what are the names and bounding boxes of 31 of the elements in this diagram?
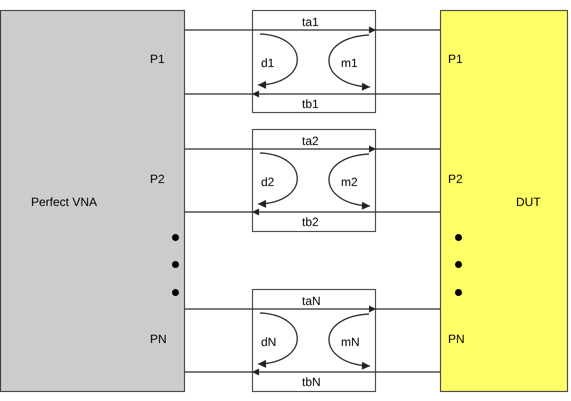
arrow	[185, 146, 376, 152]
error-box	[252, 289, 376, 392]
edge-label: tb2	[302, 215, 319, 229]
error-box	[252, 10, 376, 113]
arrow	[252, 90, 440, 98]
port-label: P2	[448, 172, 463, 186]
port-label: P1	[448, 52, 463, 66]
error-box	[252, 129, 376, 232]
edge-label: tb1	[302, 97, 319, 111]
port-label: PN	[448, 332, 465, 346]
edge-label: ta1	[302, 15, 319, 29]
device-box	[440, 10, 568, 392]
node-label: dN	[261, 335, 276, 349]
node-label: Perfect VNA	[31, 195, 98, 209]
node-label: DUT	[516, 195, 541, 209]
edge-label: tbN	[302, 375, 321, 389]
node-label: m2	[341, 175, 358, 189]
node-label: m1	[341, 56, 358, 70]
port-label: P1	[150, 52, 165, 66]
arrow	[252, 208, 440, 216]
port-label: P2	[150, 172, 165, 186]
arrow	[252, 368, 440, 376]
arrow	[185, 306, 376, 312]
arrow	[185, 26, 376, 34]
node-label: mN	[341, 335, 360, 349]
device-box	[0, 10, 185, 392]
node-label: d2	[261, 175, 274, 189]
port-label: PN	[150, 332, 167, 346]
edge-label: taN	[302, 294, 321, 308]
node-label: d1	[261, 56, 274, 70]
edge-label: ta2	[302, 134, 319, 148]
